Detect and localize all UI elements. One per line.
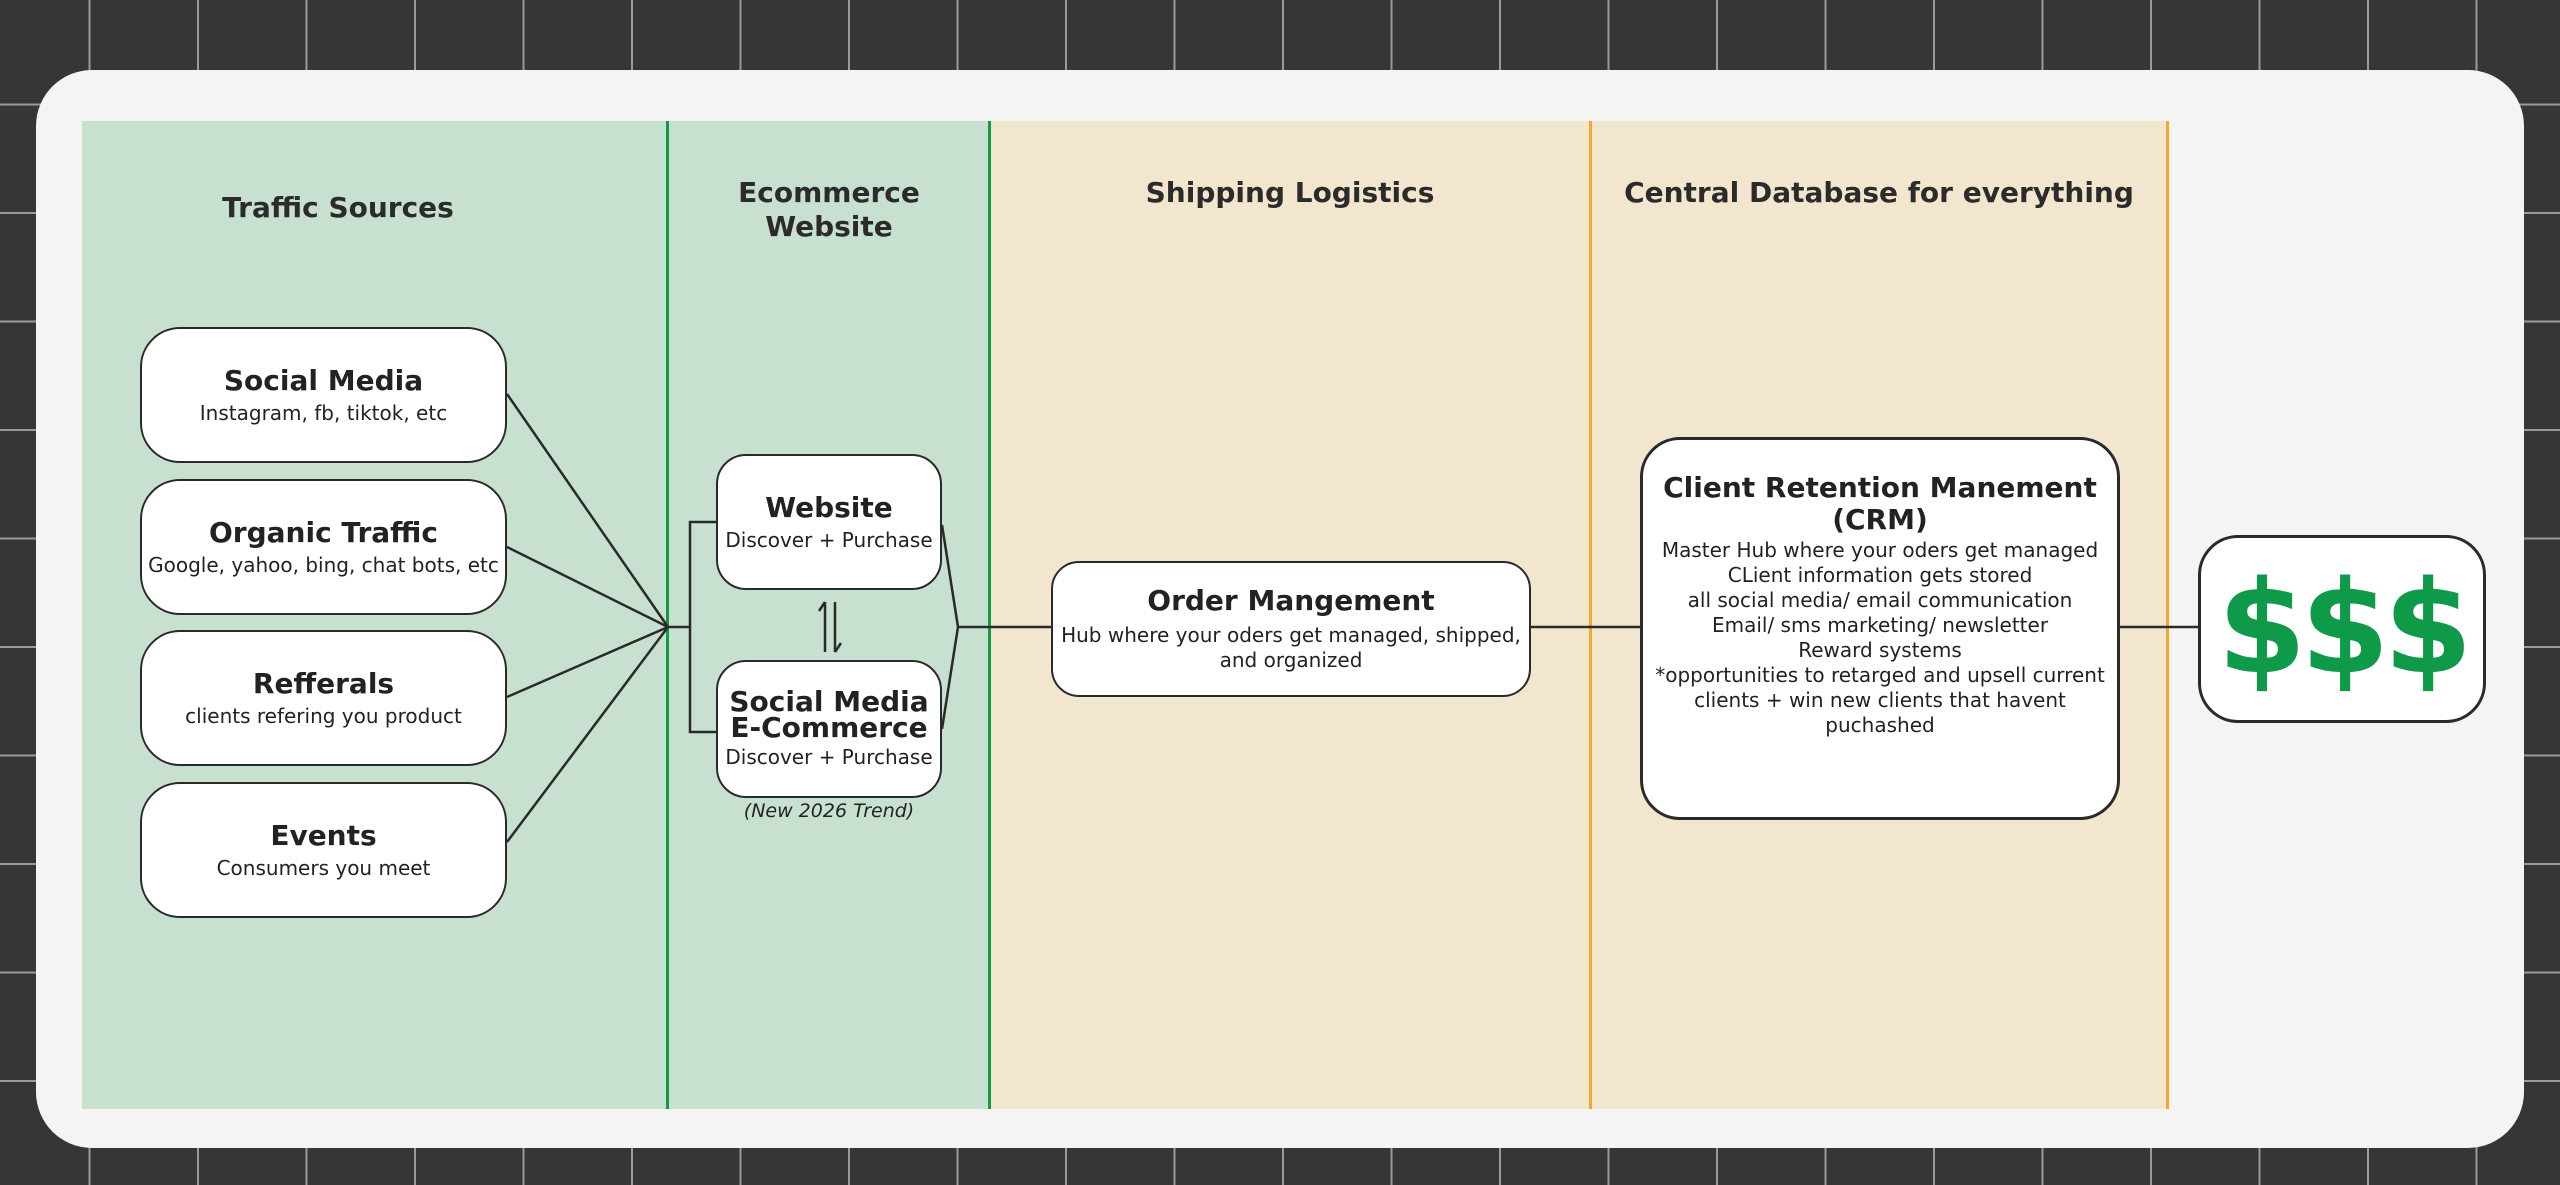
node-title: Social Media (223, 363, 424, 397)
connector (505, 626, 670, 843)
lane-divider (1589, 121, 1592, 1109)
connector (505, 393, 670, 628)
node-subtitle: Instagram, fb, tiktok, etc (199, 400, 448, 425)
node-subtitle: Google, yahoo, bing, chat bots, etc (148, 552, 499, 577)
crm-line: Reward systems (1798, 637, 1962, 662)
organic-traffic-node: Organic Traffic Google, yahoo, bing, cha… (140, 479, 507, 615)
node-subtitle: and organized (1219, 648, 1363, 672)
node-subtitle: Consumers you meet (216, 855, 431, 880)
connector (506, 545, 669, 629)
crm-line: Email/ sms marketing/ newsletter (1711, 612, 2049, 637)
order-management-node: Order Mangement Hub where your oders get… (1051, 561, 1531, 697)
lane-title-website: Ecommerce Website (668, 176, 990, 244)
connector (940, 524, 960, 628)
node-subtitle: clients refering you product (185, 703, 462, 728)
lane-divider (988, 121, 991, 1109)
social-ecommerce-node: Social Media E-Commerce Discover + Purch… (716, 660, 942, 798)
node-title: E-Commerce (730, 710, 928, 744)
crm-line: *opportunities to retarged and upsell cu… (1655, 662, 2105, 687)
referrals-node: Refferals clients refering you product (140, 630, 507, 766)
dollar-signs: $$$ (2217, 554, 2472, 703)
node-title: Order Mangement (1147, 584, 1435, 617)
node-title: Social Media (729, 684, 929, 718)
swap-arrow (833, 642, 843, 653)
lane-title-shipping: Shipping Logistics (1145, 176, 1435, 209)
social-media-node: Social Media Instagram, fb, tiktok, etc (140, 327, 507, 463)
lane-divider (2166, 121, 2169, 1109)
lane-traffic-sources (82, 121, 668, 1109)
node-title: Organic Traffic (209, 515, 438, 549)
lane-ecommerce-website (668, 121, 990, 1109)
lane-divider (666, 121, 669, 1109)
crm-line: CLient information gets stored (1727, 562, 2033, 587)
events-node: Events Consumers you meet (140, 782, 507, 918)
node-subtitle: Discover + Purchase (725, 744, 933, 769)
connector (940, 626, 960, 730)
crm-line: clients + win new clients that havent pu… (1694, 687, 2066, 737)
revenue-node: $$$ (2198, 535, 2486, 723)
lane-title-traffic: Traffic Sources (222, 191, 454, 224)
crm-line: all social media/ email communication (1687, 587, 2073, 612)
swap-arrow (817, 601, 827, 612)
node-subtitle: Discover + Purchase (725, 527, 933, 552)
node-subtitle: Hub where your oders get managed, shippe… (1061, 623, 1521, 647)
lane-title-line: Website (765, 210, 893, 243)
node-title: Client Retention Manement (CRM) (1663, 470, 2097, 536)
node-title: Events (270, 818, 377, 852)
connector (688, 520, 716, 734)
crm-line: Master Hub where your oders get managed (1661, 537, 2099, 562)
trend-note: (New 2026 Trend) (743, 800, 915, 822)
website-node: Website Discover + Purchase (716, 454, 942, 590)
crm-node: Client Retention Manement (CRM) Master H… (1640, 437, 2120, 820)
node-title: Refferals (252, 666, 395, 700)
lane-title-database: Central Database for everything (1624, 176, 2134, 209)
connector (506, 625, 669, 699)
node-title: Website (765, 490, 893, 524)
lane-title-line: Ecommerce (738, 176, 920, 209)
